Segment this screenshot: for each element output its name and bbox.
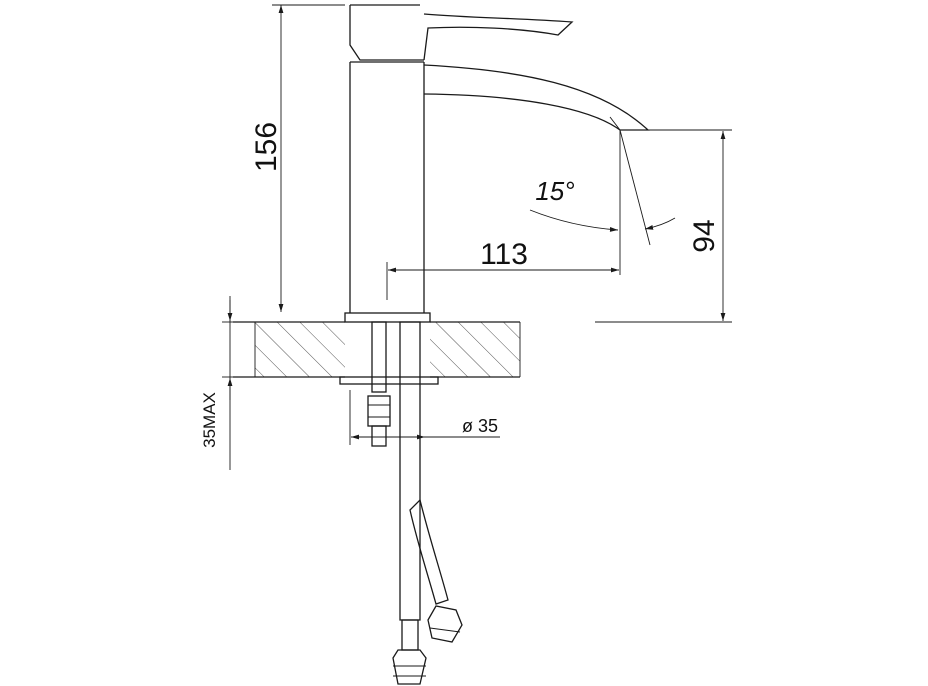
flexible-hoses [392, 321, 463, 685]
faucet-body [339, 4, 650, 385]
dimension-spout-reach: 113 [386, 130, 621, 300]
countertop-section [233, 321, 521, 378]
dimension-overall-height: 156 [250, 4, 345, 312]
counter-thickness-label: 35MAX [200, 392, 219, 448]
hole-diameter-label: ø 35 [462, 416, 498, 436]
overall-height-label: 156 [250, 122, 283, 172]
dimension-spout-height: 94 [595, 129, 732, 323]
spout-reach-label: 113 [480, 238, 528, 271]
spout-height-label: 94 [688, 219, 721, 252]
dimension-counter-thickness: 35MAX [200, 296, 238, 470]
dimension-spout-angle: 15° [529, 129, 676, 246]
spout-angle-label: 15° [535, 176, 574, 206]
dimension-hole-diameter: ø 35 [349, 390, 500, 445]
